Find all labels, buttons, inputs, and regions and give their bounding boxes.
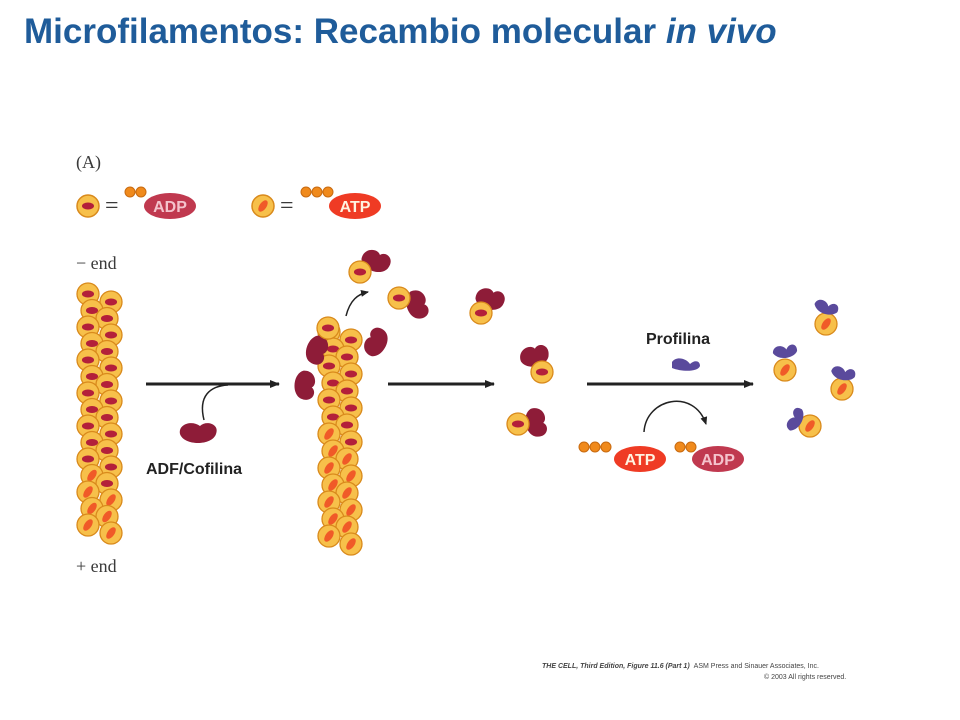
adp-pill	[144, 193, 196, 219]
cofilin-join-arrow	[201, 384, 229, 421]
phosphate-icon	[135, 186, 147, 198]
legend-equals-1: =	[105, 193, 119, 219]
cofilin-icon	[364, 327, 388, 357]
plus-end-label: + end	[76, 556, 117, 576]
adp-pill	[692, 446, 744, 472]
exchange-adp-text: ADP	[701, 452, 735, 469]
actin-monomer-adp	[316, 316, 340, 340]
legend-adp-text: ADP	[153, 199, 187, 216]
actin-monomer-adp	[530, 360, 554, 384]
panel-label: (A)	[76, 152, 101, 173]
phosphate-icon	[322, 186, 334, 198]
legend-adp: = ADP	[76, 186, 196, 219]
cofilin-icon	[406, 290, 429, 319]
minus-end-label: − end	[76, 253, 117, 273]
actin-monomer-atp	[773, 358, 797, 382]
profilin-icon	[786, 407, 804, 431]
actin-monomer-atp	[317, 524, 341, 548]
cofilin-icon	[306, 335, 329, 365]
actin-filament-initial	[76, 282, 123, 545]
profilin-icon	[831, 366, 856, 381]
phosphate-icon	[674, 441, 686, 453]
actin-monomer-atp	[339, 532, 363, 556]
profilin-icon	[672, 358, 700, 371]
legend-equals-2: =	[280, 193, 294, 219]
actin-monomer-atp	[99, 521, 123, 545]
legend-atp: = ATP	[251, 186, 381, 219]
figure-credit-line-1: THE CELL, Third Edition, Figure 11.6 (Pa…	[542, 663, 819, 670]
phosphate-icon	[685, 441, 697, 453]
exchange-atp-text: ATP	[625, 452, 656, 469]
title-italic: in vivo	[665, 12, 777, 51]
title-main: Microfilamentos: Recambio molecular	[24, 12, 666, 51]
exchange-arrow	[643, 400, 708, 433]
legend-atp-text: ATP	[340, 199, 371, 216]
actin-monomer-adp	[348, 260, 372, 284]
actin-monomer-atp	[814, 312, 838, 336]
atp-pill	[329, 193, 381, 219]
phosphate-icon	[124, 186, 136, 198]
free-molecules	[348, 249, 856, 438]
profilin-label: Profilina	[646, 331, 710, 348]
page-title: Microfilamentos: Recambio molecular in v…	[24, 12, 944, 52]
cofilin-icon	[294, 370, 316, 400]
actin-monomer-atp	[798, 414, 822, 438]
profilin-icon	[814, 299, 839, 315]
actin-monomer-adp	[506, 412, 530, 436]
phosphate-icon	[311, 186, 323, 198]
exchange-atp: ATP	[578, 441, 666, 472]
actin-filament-severed	[294, 316, 388, 556]
cofilin-icon	[179, 423, 217, 443]
phosphate-icon	[589, 441, 601, 453]
atp-pill	[614, 446, 666, 472]
phosphate-icon	[300, 186, 312, 198]
actin-monomer-adp	[76, 414, 100, 438]
phosphate-icon	[578, 441, 590, 453]
figure-credit-line-2: © 2003 All rights reserved.	[764, 673, 846, 681]
phosphate-icon	[600, 441, 612, 453]
actin-monomer-adp	[387, 286, 411, 310]
profilin-icon	[772, 344, 798, 359]
actin-monomer-atp	[76, 513, 100, 537]
actin-monomer-adp	[469, 301, 493, 325]
adf-cofilin-label: ADF/Cofilina	[146, 461, 242, 478]
actin-monomer-adp	[99, 290, 123, 314]
release-arrow	[345, 289, 369, 317]
actin-monomer-atp	[830, 377, 854, 401]
cofilin-icon	[525, 408, 548, 437]
exchange-adp: ADP	[674, 441, 744, 472]
